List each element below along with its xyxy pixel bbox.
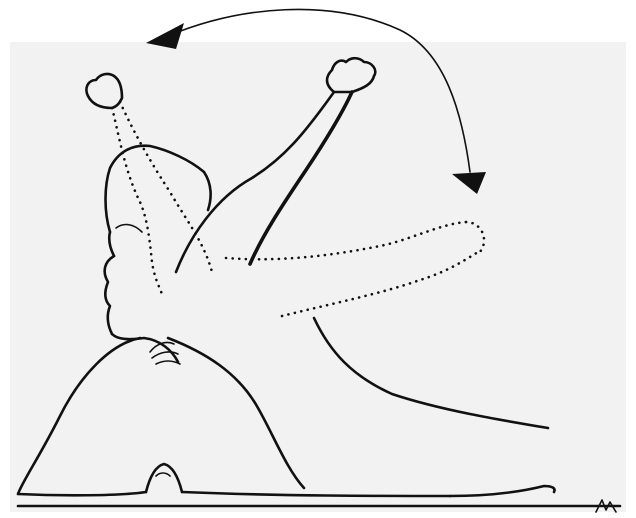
torso [18,318,548,494]
raised-arm [176,58,375,272]
arrowhead-right [452,172,486,194]
base [18,464,620,506]
head [106,146,211,256]
arrowhead-left [146,23,184,49]
